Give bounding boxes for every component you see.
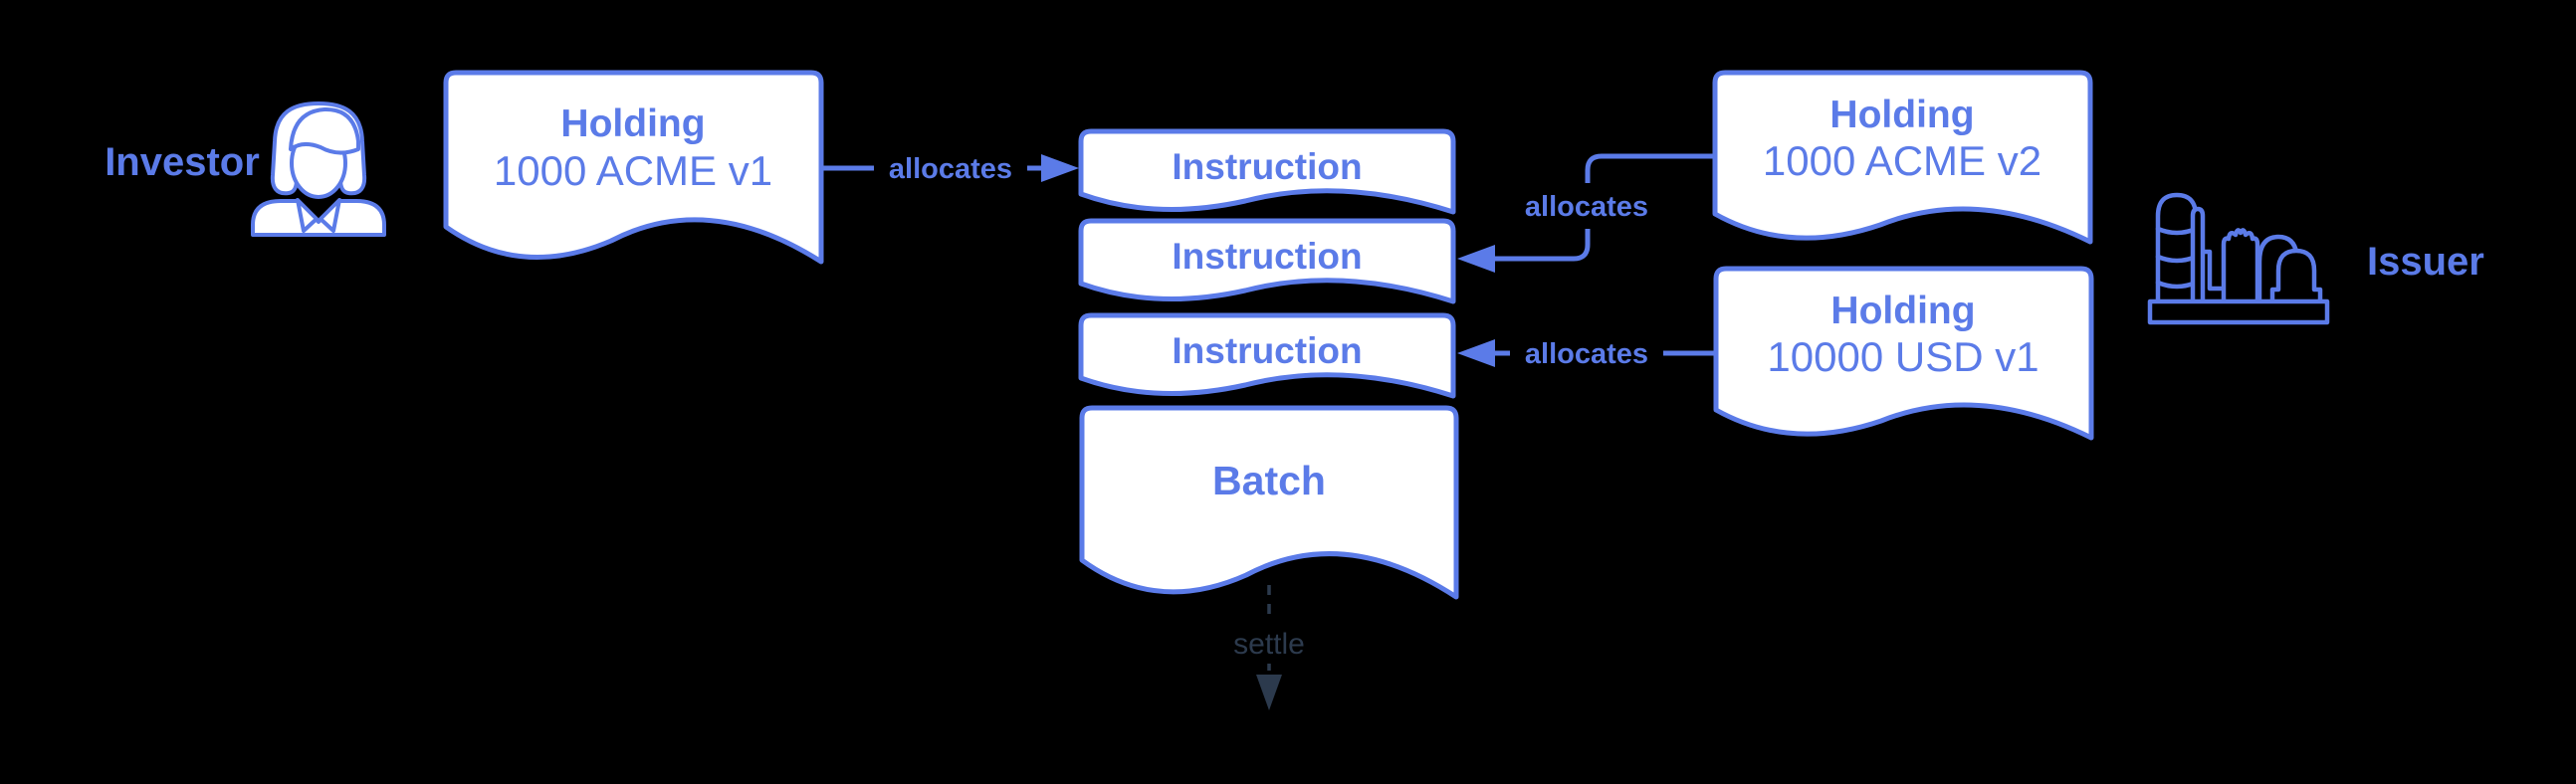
allocates-label-usd: allocates (1525, 338, 1648, 370)
holding-acme-v2-title: Holding (1829, 94, 1974, 136)
holding-usd-v1-value: 10000 USD v1 (1767, 333, 2039, 380)
person-collar-left (296, 198, 319, 233)
instruction-3-shape (1078, 312, 1456, 399)
factory-crown-column (2221, 228, 2260, 308)
arrowhead-icon (1457, 245, 1495, 273)
batch-label: Batch (1212, 458, 1326, 503)
allocates-label-v2: allocates (1525, 191, 1648, 223)
allocates-edge-usd: allocates (1457, 330, 1716, 376)
instruction-1-label: Instruction (1172, 146, 1362, 187)
investor-label: Investor (105, 140, 260, 184)
factory-cylinder (2155, 192, 2199, 308)
issuer-label: Issuer (2367, 240, 2484, 284)
holding-acme-v1-title: Holding (560, 102, 705, 145)
settle-label-bg (1225, 622, 1313, 664)
arrowhead-icon (1457, 339, 1495, 367)
holding-acme-v2-value: 1000 ACME v2 (1763, 137, 2041, 184)
instruction-2-shape (1078, 218, 1456, 304)
allocates-label-v1: allocates (889, 153, 1012, 185)
allocates-edge-v2: allocates (1457, 153, 1715, 273)
holding-acme-v1-shape (443, 70, 824, 265)
issuer-factory-icon (2147, 192, 2330, 325)
person-fringe (289, 106, 360, 155)
instruction-1-shape (1078, 128, 1456, 215)
batch-shape (1079, 405, 1459, 600)
settle-edge: settle (1225, 585, 1313, 710)
factory-pipe-step (2200, 249, 2224, 292)
settle-label: settle (1233, 628, 1305, 661)
holding-acme-v2-shape (1712, 70, 2093, 245)
instruction-3-label: Instruction (1172, 330, 1362, 371)
person-body (251, 199, 386, 237)
person-collar-right (319, 198, 341, 233)
holding-acme-v1-value: 1000 ACME v1 (494, 147, 772, 194)
settle-arrowhead-icon (1256, 675, 1282, 710)
instruction-2-label: Instruction (1172, 236, 1362, 277)
edge-label-bg (1510, 330, 1663, 376)
allocates-edge-v1: allocates (821, 145, 1079, 191)
factory-dome (2269, 248, 2323, 308)
holding-usd-v1-title: Holding (1830, 290, 1975, 332)
factory-base-platform (2147, 298, 2330, 325)
holding-usd-v1-shape (1713, 266, 2094, 441)
edge-label-bg (874, 145, 1027, 191)
factory-thin-column (2190, 206, 2206, 308)
edge-label-bg (1510, 183, 1663, 229)
arrowhead-icon (1041, 154, 1079, 182)
investor-person-icon (251, 101, 386, 237)
